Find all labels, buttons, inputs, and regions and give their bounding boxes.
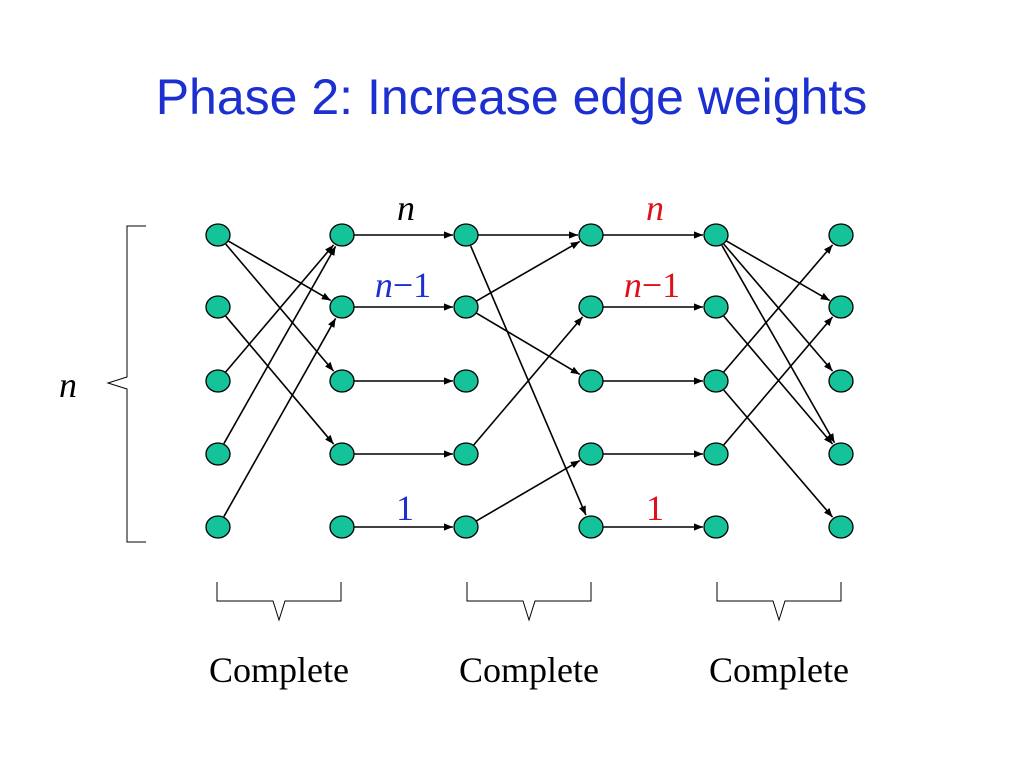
edge-4 [225, 244, 335, 373]
node-c4-r1 [578, 223, 604, 247]
edges [223, 231, 836, 531]
node-c2-r1 [329, 223, 355, 247]
bottom-brace-2 [466, 582, 592, 622]
node-c2-r5 [329, 515, 355, 539]
node-c6-r1 [828, 223, 854, 247]
node-c4-r4 [578, 442, 604, 466]
node-c5-r3 [703, 369, 729, 393]
node-c1-r5 [205, 515, 231, 539]
node-c2-r2 [329, 295, 355, 319]
complete-label-1: Complete [209, 650, 349, 690]
edge-16 [473, 316, 584, 446]
node-c5-r1 [703, 223, 729, 247]
node-c2-r4 [329, 442, 355, 466]
edge-17 [475, 459, 581, 522]
edge-29 [723, 316, 834, 446]
bottom-brace-3 [716, 582, 842, 622]
weight-label-1-blue: 1 [396, 488, 414, 528]
node-c3-r5 [453, 515, 479, 539]
node-c3-r1 [453, 223, 479, 247]
complete-label-2: Complete [459, 650, 599, 690]
edge-25 [721, 245, 836, 444]
edge-6 [223, 317, 337, 517]
node-c3-r4 [453, 442, 479, 466]
weight-label-n-minus-1-blue: n−1 [375, 265, 431, 305]
node-c3-r2 [453, 295, 479, 319]
edge-14 [475, 240, 581, 302]
node-c2-r3 [329, 369, 355, 393]
brace-label-n: n [59, 365, 77, 405]
weight-label-1-red: 1 [646, 488, 664, 528]
edge-15 [475, 312, 581, 376]
edge-1 [227, 240, 332, 302]
edge-23 [725, 240, 831, 302]
node-c5-r4 [703, 442, 729, 466]
complete-label-3: Complete [709, 650, 849, 690]
bottom-brace-1 [216, 582, 342, 622]
node-c1-r1 [205, 223, 231, 247]
node-c3-r3 [453, 369, 479, 393]
slide-title: Phase 2: Increase edge weights [155, 69, 868, 125]
node-c1-r4 [205, 442, 231, 466]
edge-27 [723, 244, 834, 373]
node-c5-r2 [703, 295, 729, 319]
edge-28 [723, 389, 834, 518]
weight-label-n-red: n [646, 188, 664, 228]
weight-label-n-minus-1-red: n−1 [624, 265, 680, 305]
node-c6-r2 [828, 295, 854, 319]
node-c5-r5 [703, 515, 729, 539]
node-c1-r3 [205, 369, 231, 393]
edge-3 [225, 315, 335, 445]
node-c4-r2 [578, 295, 604, 319]
node-c4-r5 [578, 515, 604, 539]
node-c4-r3 [578, 369, 604, 393]
left-brace [106, 225, 146, 543]
node-c6-r5 [828, 515, 854, 539]
node-c6-r4 [828, 442, 854, 466]
edge-5 [223, 245, 337, 444]
weight-label-n-black: n [397, 188, 415, 228]
node-c6-r3 [828, 369, 854, 393]
nodes [205, 223, 854, 539]
node-c1-r2 [205, 295, 231, 319]
